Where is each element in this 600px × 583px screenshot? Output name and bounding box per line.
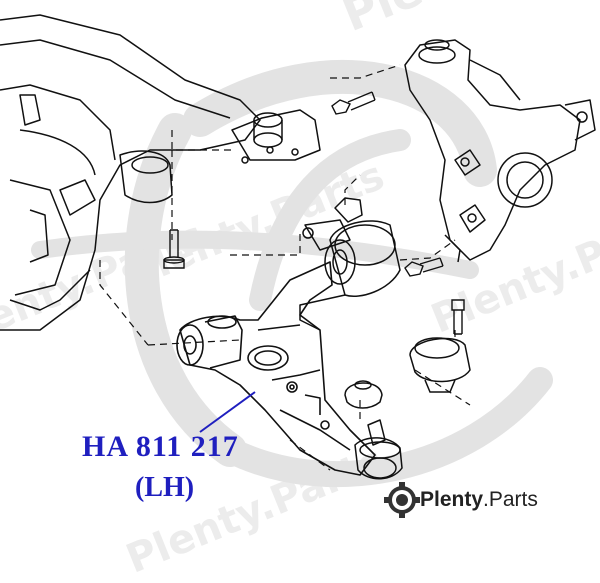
part-number-label: HA 811 217 bbox=[82, 430, 239, 463]
bolt-mid bbox=[404, 257, 444, 277]
brand-name-bold: Plenty bbox=[420, 488, 484, 511]
rear-bushing bbox=[299, 197, 401, 331]
bolt-top bbox=[331, 91, 376, 115]
lower-control-arm bbox=[176, 261, 376, 476]
brand-logo: Plenty.Parts bbox=[386, 484, 538, 516]
leader-line bbox=[199, 391, 256, 433]
bolt-vertical-right bbox=[451, 299, 465, 335]
brand-name: Plenty.Parts bbox=[420, 488, 538, 512]
part-side-label: (LH) bbox=[135, 472, 195, 503]
gear-logo-icon bbox=[384, 482, 420, 518]
ball-joint-separate bbox=[409, 337, 471, 393]
brand-name-rest: .Parts bbox=[483, 488, 538, 511]
steering-knuckle bbox=[404, 39, 596, 263]
suspension-diagram bbox=[0, 14, 596, 518]
ball-joint bbox=[354, 419, 403, 480]
dust-boot bbox=[344, 380, 383, 409]
bolt-vertical-left bbox=[163, 229, 185, 269]
